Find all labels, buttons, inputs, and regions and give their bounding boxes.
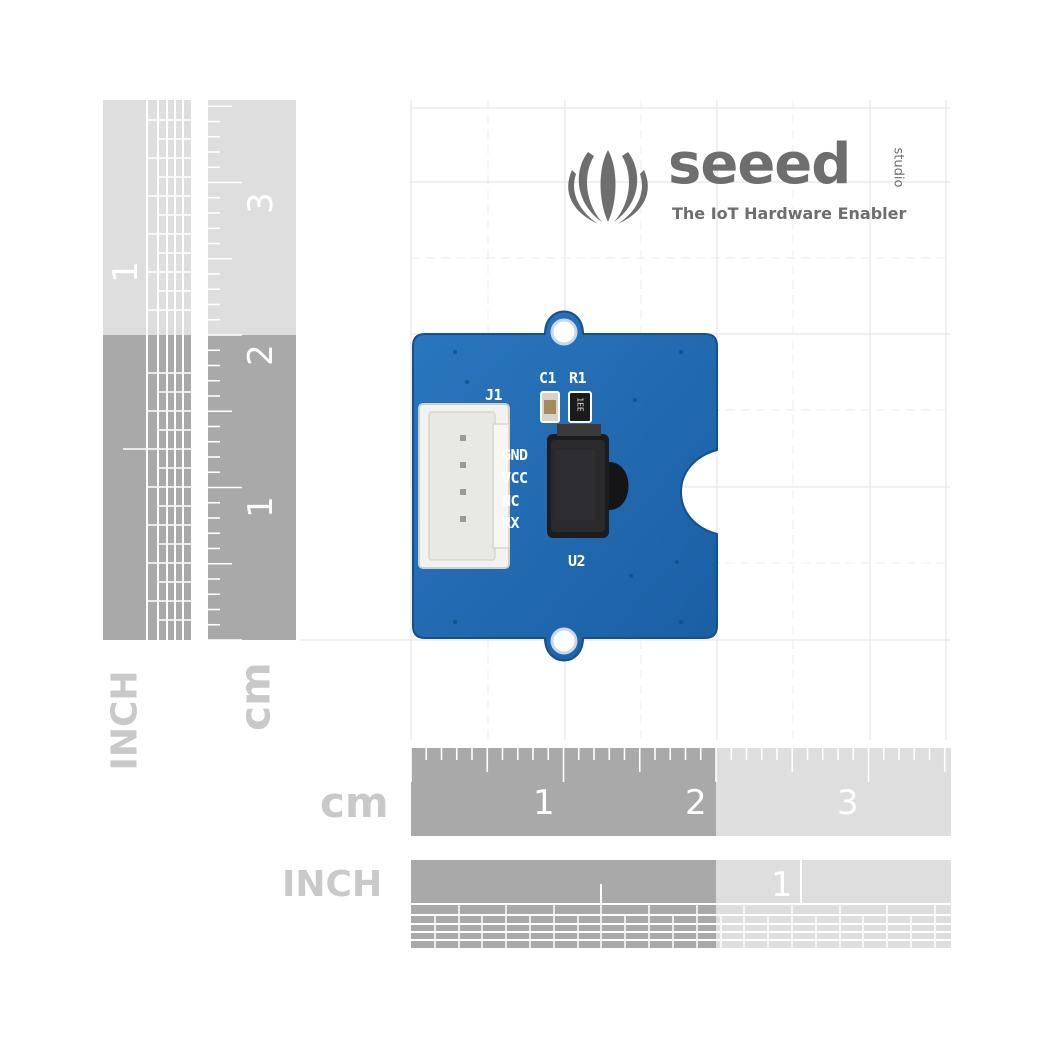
pin-label-vcc: VCC <box>502 469 528 487</box>
vertical-cm-number-1: 1 <box>240 496 281 518</box>
vertical-inch-label: INCH <box>104 670 146 771</box>
seeed-brand-name: seeed <box>668 132 851 197</box>
seeed-tagline: The IoT Hardware Enabler <box>672 204 907 223</box>
seeed-studio-text: studio <box>890 147 906 188</box>
capacitor-c1 <box>540 391 560 423</box>
grove-connector-j1 <box>418 403 510 569</box>
resistor-marking: 1EE <box>575 397 585 412</box>
horizontal-cm-number-1: 1 <box>533 783 555 823</box>
horizontal-cm-label: cm <box>320 778 389 827</box>
horizontal-inch-ruler: 1 <box>411 860 951 948</box>
vertical-cm-number-2: 2 <box>240 344 281 366</box>
ir-receiver-u2 <box>547 424 629 538</box>
pin-label-nc: NC <box>502 492 520 510</box>
horizontal-cm-number-2: 2 <box>685 783 707 823</box>
vertical-cm-number-3: 3 <box>240 192 281 214</box>
silkscreen-u2: U2 <box>568 552 586 570</box>
pin-label-gnd: GND <box>502 446 528 464</box>
silkscreen-j1: J1 <box>485 386 503 404</box>
silkscreen-r1: R1 <box>569 369 587 387</box>
seeed-leaf-icon <box>568 150 648 224</box>
horizontal-cm-ruler: 1 2 3 <box>411 748 951 836</box>
seeed-logo: seeed studio The IoT Hardware Enabler <box>560 132 920 230</box>
vertical-inch-ruler: 1 <box>103 100 191 640</box>
pin-label-rx: RX <box>502 514 520 532</box>
silkscreen-c1: C1 <box>539 369 557 387</box>
pcb-board <box>412 310 718 662</box>
vertical-inch-number: 1 <box>105 261 146 283</box>
vertical-cm-ruler: 3 2 1 <box>208 100 296 640</box>
horizontal-inch-label: INCH <box>282 864 383 905</box>
horizontal-cm-number-3: 3 <box>837 783 859 823</box>
horizontal-inch-number: 1 <box>771 865 793 905</box>
vertical-cm-label: cm <box>230 662 280 731</box>
resistor-r1 <box>568 391 592 423</box>
